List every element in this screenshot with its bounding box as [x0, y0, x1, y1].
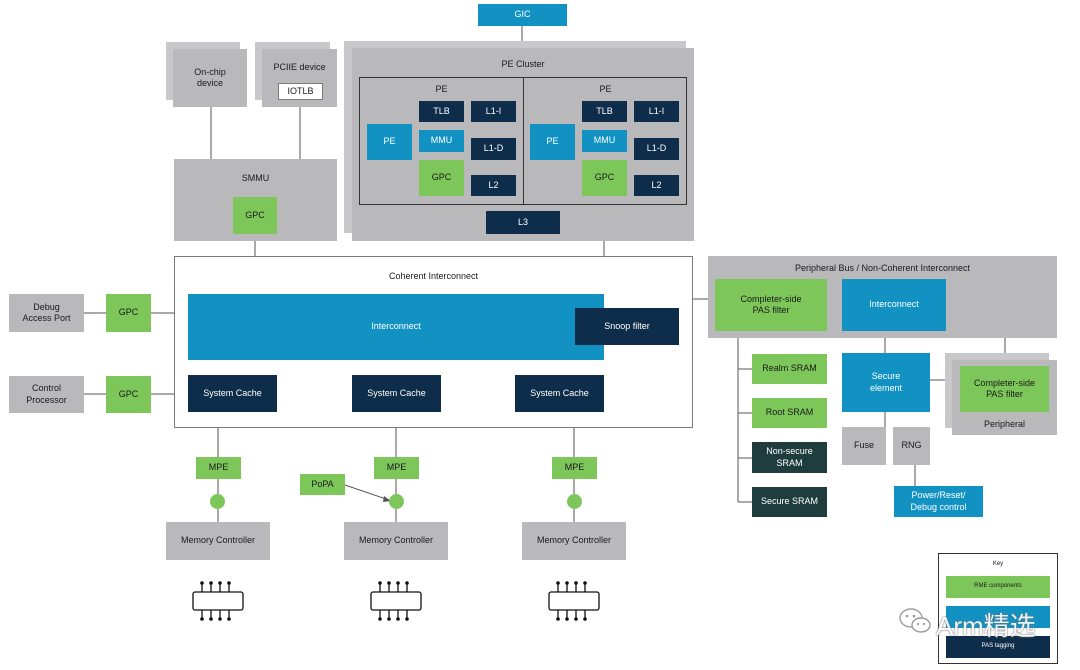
interconnect-block: Interconnect: [188, 294, 604, 360]
l1d-cache: L1-D: [471, 138, 516, 160]
memory-controller: Memory Controller: [522, 522, 626, 560]
debug-access-port: Debug Access Port: [9, 294, 84, 332]
pe-divider: [523, 78, 524, 204]
l1i-cache: L1-I: [471, 101, 516, 122]
root-sram: Root SRAM: [752, 398, 827, 428]
mmu-block: MMU: [419, 130, 464, 152]
mpe-block: MPE: [374, 457, 419, 479]
tlb-block: TLB: [582, 101, 627, 122]
coherent-interconnect-label: Coherent Interconnect: [388, 271, 479, 281]
legend-title: Key: [992, 561, 1004, 567]
onchip-device-label: On-chip device: [194, 66, 226, 88]
legend-rme-components: RME components: [946, 576, 1050, 598]
mpe-block: MPE: [196, 457, 241, 479]
pe-0: PE PE TLB MMU GPC L1-I L1-D L2: [360, 78, 523, 204]
iotlb-block: IOTLB: [278, 83, 323, 100]
control-gpc: GPC: [106, 376, 151, 413]
pe-gpc: GPC: [419, 160, 464, 196]
peripheral-bus-label: Peripheral Bus / Non-Coherent Interconne…: [794, 263, 971, 273]
pe-core: PE: [367, 124, 412, 160]
peripheral-block: Completer-side PAS filter Peripheral: [952, 360, 1057, 435]
mpe-block: MPE: [552, 457, 597, 479]
realm-sram: Realm SRAM: [752, 354, 827, 384]
watermark-text: Arm精选: [936, 611, 1036, 641]
pe-title: PE: [599, 84, 612, 94]
dram-chip-icon: [370, 581, 422, 621]
peripheral-interconnect: Interconnect: [842, 279, 946, 331]
mmu-block: MMU: [582, 130, 627, 152]
non-secure-sram: Non-secure SRAM: [752, 442, 827, 473]
pe-gpc: GPC: [582, 160, 627, 196]
memory-controller: Memory Controller: [166, 522, 270, 560]
pcie-device-label: PCIIE device: [273, 62, 326, 72]
pas-check-dot: [210, 494, 225, 509]
l1i-cache: L1-I: [634, 101, 679, 122]
control-processor: Control Processor: [9, 376, 84, 413]
peripheral-completer-pas-filter: Completer-side PAS filter: [960, 366, 1049, 412]
l2-cache: L2: [471, 175, 516, 196]
onchip-device: On-chip device: [173, 49, 247, 107]
wechat-icon: [899, 608, 931, 633]
smmu-label: SMMU: [241, 173, 270, 183]
gic-label: GIC: [514, 9, 531, 20]
fuse-block: Fuse: [842, 427, 886, 465]
smmu-gpc: GPC: [233, 197, 277, 234]
system-cache: System Cache: [515, 375, 604, 412]
snoop-filter: Snoop filter: [575, 308, 679, 345]
l2-cache: L2: [634, 175, 679, 196]
debug-gpc: GPC: [106, 294, 151, 332]
power-reset-debug: Power/Reset/ Debug control: [894, 486, 983, 517]
completer-pas-filter: Completer-side PAS filter: [715, 279, 827, 331]
iotlb-label: IOTLB: [287, 85, 314, 96]
popa-block: PoPA: [300, 474, 345, 495]
pe-cluster-label: PE Cluster: [501, 59, 545, 69]
secure-sram: Secure SRAM: [752, 487, 827, 517]
legend-blue-item: [946, 606, 1050, 628]
pe-cluster: PE Cluster PE PE TLB MMU GPC L1-I L1-D L…: [352, 48, 694, 241]
dram-chip-icon: [548, 581, 600, 621]
coherent-interconnect: Coherent Interconnect Interconnect Snoop…: [174, 256, 693, 428]
tlb-block: TLB: [419, 101, 464, 122]
pe-1: PE PE TLB MMU GPC L1-I L1-D L2: [524, 78, 687, 204]
dram-chip-icon: [192, 581, 244, 621]
l1d-cache: L1-D: [634, 138, 679, 160]
pe-title: PE: [435, 84, 448, 94]
peripheral-label: Peripheral: [983, 419, 1026, 429]
system-cache: System Cache: [352, 375, 441, 412]
pcie-device: PCIIE device IOTLB: [262, 49, 337, 107]
gic-block: GIC: [478, 4, 567, 26]
pe-core: PE: [530, 124, 575, 160]
peripheral-bus: Peripheral Bus / Non-Coherent Interconne…: [708, 256, 1057, 338]
l3-cache: L3: [486, 211, 560, 234]
rng-block: RNG: [893, 427, 930, 465]
smmu-block: SMMU GPC: [174, 159, 337, 241]
system-cache: System Cache: [188, 375, 277, 412]
pas-check-dot: [389, 494, 404, 509]
legend-pas-tagging: PAS tagging: [946, 636, 1050, 658]
memory-controller: Memory Controller: [344, 522, 448, 560]
pas-check-dot: [567, 494, 582, 509]
legend-key: Key RME components PAS tagging: [938, 553, 1058, 664]
secure-element: Secure element: [842, 353, 930, 412]
pe-pair-frame: PE PE TLB MMU GPC L1-I L1-D L2 PE PE TLB…: [359, 77, 687, 205]
